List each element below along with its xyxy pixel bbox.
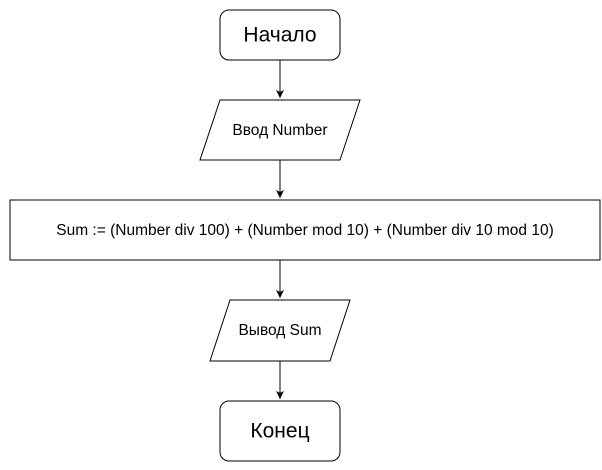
process-node: Sum := (Number div 100) + (Number mod 10… — [9, 199, 601, 261]
input-node-shape — [199, 99, 361, 161]
output-node: Вывод Sum — [209, 299, 351, 362]
start-terminal-label: Начало — [243, 24, 316, 47]
start-terminal: Начало — [219, 9, 341, 61]
process-node-shape — [9, 199, 601, 261]
start-terminal-shape — [219, 9, 341, 61]
end-terminal-label: Конец — [250, 420, 309, 443]
input-node: Ввод Number — [199, 99, 361, 161]
output-node-shape — [209, 299, 351, 362]
input-node-label: Ввод Number — [232, 122, 327, 139]
end-terminal-shape — [219, 400, 341, 462]
process-node-label: Sum := (Number div 100) + (Number mod 10… — [56, 222, 554, 239]
output-node-label: Вывод Sum — [238, 322, 321, 339]
end-terminal: Конец — [219, 400, 341, 462]
